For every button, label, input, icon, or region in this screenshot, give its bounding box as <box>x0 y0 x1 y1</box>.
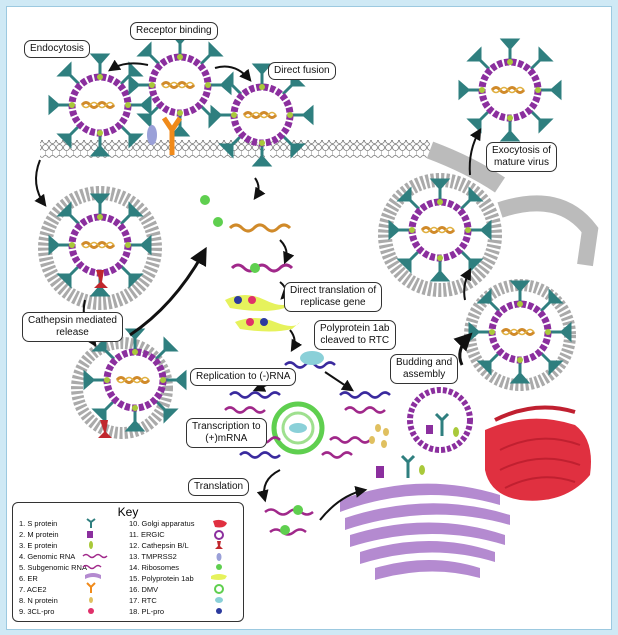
m-protein-ergic <box>426 425 433 434</box>
label-transcription: Transcription to (+)mRNA <box>186 418 267 448</box>
key-item: 5. Subgenomic RNA <box>19 563 87 572</box>
label-polyprotein-cleaved: Polyprotein 1ab cleaved to RTC <box>314 320 396 350</box>
endosome <box>38 186 162 310</box>
label-receptor-binding: Receptor binding <box>130 22 218 40</box>
dmv-inner <box>281 411 315 445</box>
key-item: 16. DMV <box>129 585 159 594</box>
key-title: Key <box>117 505 139 519</box>
key-item: 18. PL-pro <box>129 607 165 616</box>
n-protein <box>200 195 210 205</box>
rna-strand-4 <box>344 406 386 414</box>
s-protein-ergic <box>434 412 450 436</box>
virion-direct-fusion <box>212 65 312 165</box>
cathepsin-icon-2 <box>98 420 112 438</box>
key-swatches <box>82 518 227 614</box>
label-direct-translation: Direct translation of replicase gene <box>284 282 383 312</box>
genomic-rna-translating <box>230 263 294 273</box>
virion-endocytosis <box>50 55 150 155</box>
key-item: 14. Ribosomes <box>129 563 180 572</box>
er-stack <box>340 483 510 580</box>
e-protein-ergic <box>453 427 459 437</box>
key-item: 7. ACE2 <box>19 585 47 594</box>
s-protein-er <box>400 454 416 478</box>
rna-strand-1 <box>229 391 281 399</box>
sg-rna-3 <box>329 436 371 444</box>
rtc-in-dmv <box>289 423 307 433</box>
sg-rna-4 <box>321 451 353 459</box>
ribosome <box>250 263 260 273</box>
ribosome-3 <box>280 525 290 535</box>
membrane-right <box>497 195 599 267</box>
label-budding: Budding and assembly <box>390 354 459 384</box>
exocytic-vesicle <box>378 173 502 297</box>
key-item: 6. ER <box>19 574 38 583</box>
key-item: 13. TMPRSS2 <box>129 552 177 561</box>
key-item: 11. ERGIC <box>129 530 165 539</box>
key-item: 9. 3CL-pro <box>19 607 55 616</box>
key-item: 3. E protein <box>19 541 58 550</box>
key-item: 1. S protein <box>19 519 58 528</box>
3cl-pro <box>248 296 256 304</box>
key-item: 8. N protein <box>19 596 58 605</box>
polyprotein-1ab <box>225 295 295 311</box>
cathepsin-icon <box>94 270 108 288</box>
endosome-release <box>71 337 173 439</box>
rtc-complex <box>300 351 324 365</box>
key-legend: Key 1. S protein 2. M protein 3. E prote… <box>12 502 244 622</box>
label-exocytosis: Exocytosis of mature virus <box>486 142 557 172</box>
ribosome-2 <box>293 505 303 515</box>
plasma-membrane-right <box>270 140 430 158</box>
virion-budding <box>470 282 570 382</box>
ergic <box>407 387 473 453</box>
mrna-translation-2 <box>269 528 307 536</box>
membrane-curve <box>426 141 505 193</box>
label-cathepsin-release: Cathepsin mediated release <box>22 312 123 342</box>
golgi-lines <box>499 437 581 489</box>
virion-releasing <box>85 330 185 430</box>
genomic-rna <box>228 223 292 233</box>
key-item: 17. RTC <box>129 596 157 605</box>
key-item: 4. Genomic RNA <box>19 552 76 561</box>
virion-exocytosis <box>390 180 490 280</box>
rna-strand-2 <box>224 406 266 414</box>
e-protein-er <box>419 465 425 475</box>
label-endocytosis: Endocytosis <box>24 40 90 58</box>
virion-mature <box>460 40 560 140</box>
dmv <box>271 401 325 455</box>
n-proteins-cluster <box>369 424 389 448</box>
golgi-apparatus <box>485 405 591 501</box>
pl-pro-2 <box>260 318 268 326</box>
rna-strand-3 <box>339 391 391 399</box>
key-item: 12. Cathepsin B/L <box>129 541 189 550</box>
tmprss2-icon <box>147 125 157 145</box>
n-protein-2 <box>213 217 223 227</box>
label-translation: Translation <box>188 478 250 496</box>
polyprotein-1ab-2 <box>235 318 300 332</box>
sg-rna-2 <box>239 451 281 459</box>
ace2-receptor <box>161 116 183 155</box>
key-item: 15. Polyprotein 1ab <box>129 574 194 583</box>
m-protein-er <box>376 466 384 478</box>
3cl-pro-2 <box>246 318 254 326</box>
key-item: 2. M protein <box>19 530 59 539</box>
pl-pro <box>234 296 242 304</box>
label-replication: Replication to (-)RNA <box>190 368 297 386</box>
label-direct-fusion: Direct fusion <box>268 62 336 80</box>
key-item: 10. Golgi apparatus <box>129 519 195 528</box>
mrna-translation <box>264 508 314 516</box>
